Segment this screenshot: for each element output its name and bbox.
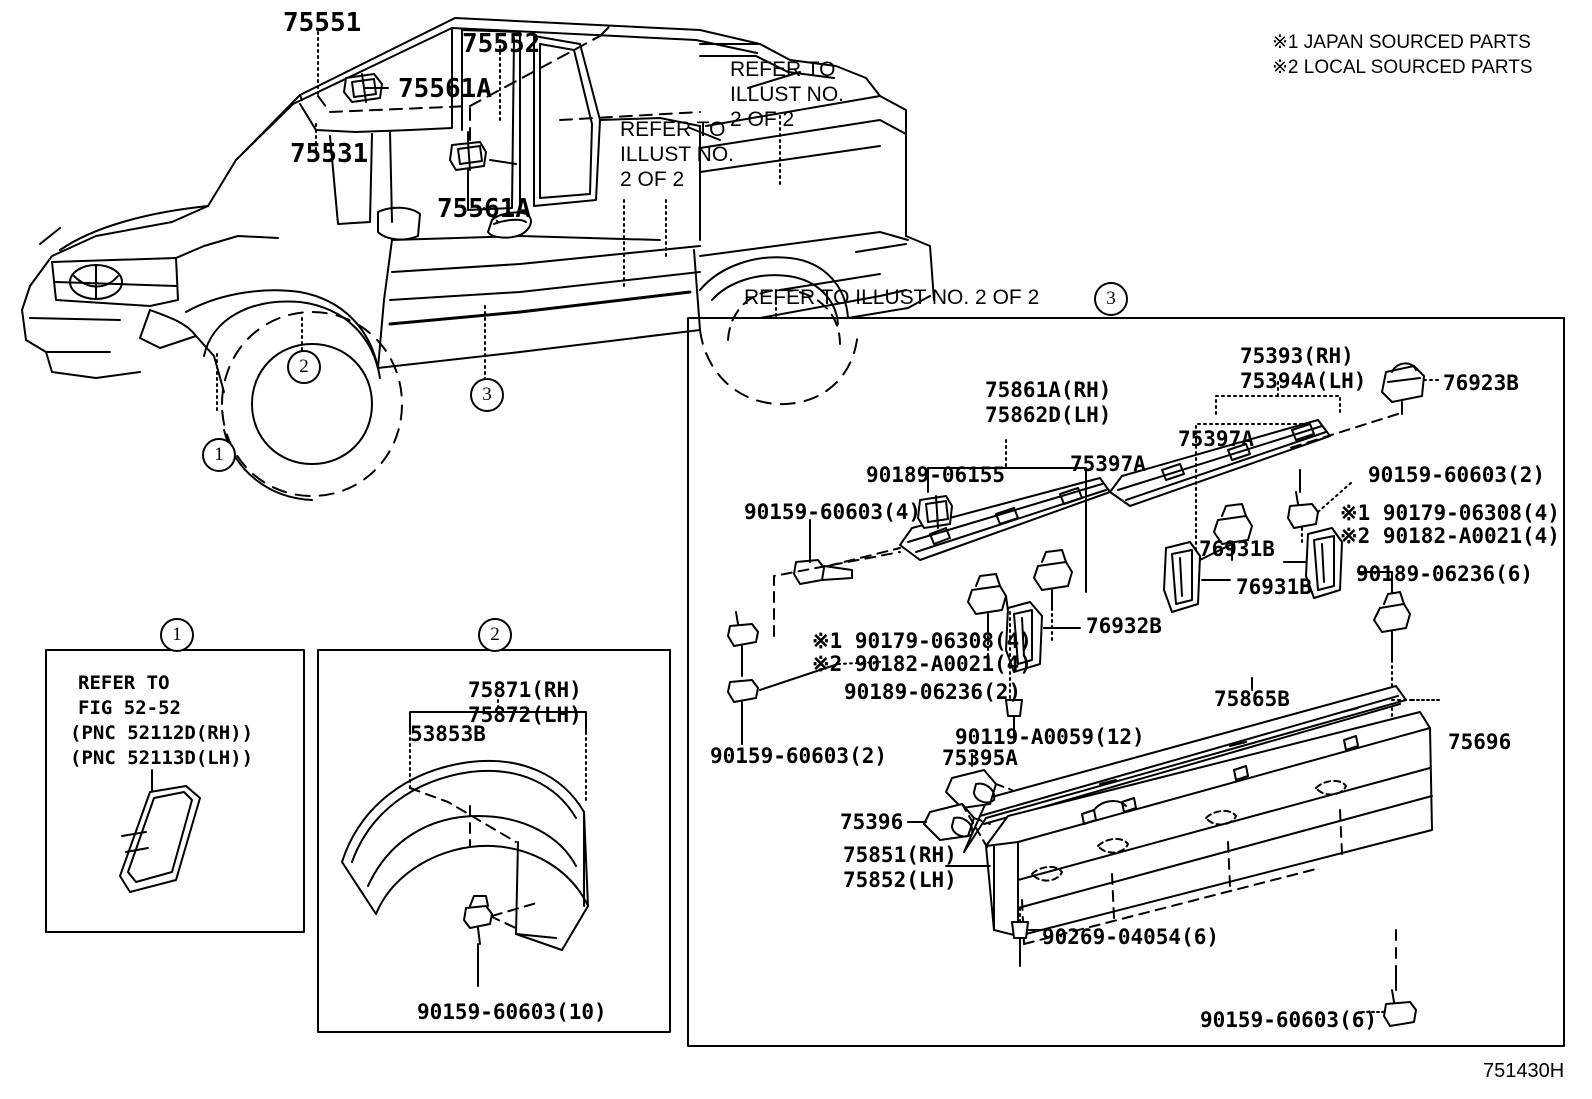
panel3-label-76931B-lower: 76931B	[1236, 575, 1312, 599]
panel3-label-75394A: 75394A(LH)	[1240, 369, 1367, 393]
panel3-label-90189-06236-2: 90189-06236(2)	[844, 680, 1022, 704]
panel3-label-90182-A0021-left: ※2 90182-A0021(4)	[812, 652, 1032, 676]
figure-id-code: 751430H	[1483, 1060, 1565, 1082]
panel3-label-90179-06308-left: ※1 90179-06308(4)	[812, 629, 1032, 653]
panel3-label-75865B: 75865B	[1214, 687, 1290, 711]
inset2-label-53853B: 53853B	[410, 722, 486, 746]
inset1-line-3: (PNC 52112D(RH))	[70, 722, 254, 744]
callout-75561A-upper: 75561A	[398, 74, 492, 104]
panel3-label-76931B-upper: 76931B	[1199, 537, 1275, 561]
panel3-label-75851: 75851(RH)	[843, 843, 957, 867]
inset1-art	[119, 769, 201, 893]
refer-note-3: REFER TO ILLUST NO. 2 OF 2	[744, 286, 1040, 309]
panel3-label-90159-60603-2-upper: 90159-60603(2)	[1368, 463, 1546, 487]
panel3-label-90159-60603-2-lower: 90159-60603(2)	[710, 744, 888, 768]
refer-note-2: REFER TO ILLUST NO. 2 OF 2	[620, 118, 734, 191]
index-marker-2-truck: 2	[287, 350, 321, 384]
panel3-label-75397A-left: 75397A	[1070, 452, 1146, 476]
index-marker-2-inset: 2	[478, 618, 512, 652]
inset2-label-75871: 75871(RH)	[468, 678, 582, 702]
panel3-label-90159-60603-6: 90159-60603(6)	[1200, 1008, 1378, 1032]
refer-note-1: REFER TO ILLUST NO. 2 OF 2	[730, 58, 844, 131]
inset1-line-1: REFER TO	[78, 672, 170, 694]
inset1-line-4: (PNC 52113D(LH))	[70, 747, 254, 769]
panel3-label-90179-06308-right: ※1 90179-06308(4)	[1340, 501, 1560, 525]
panel3-art	[727, 362, 1443, 1027]
panel3-label-75696: 75696	[1448, 730, 1512, 754]
panel3-label-76932B: 76932B	[1086, 614, 1162, 638]
callout-75531: 75531	[290, 139, 369, 169]
callout-75552: 75552	[462, 29, 541, 59]
index-marker-1-truck: 1	[202, 438, 236, 472]
panel3-label-75396: 75396	[840, 810, 904, 834]
inset2-label-90159-60603-10: 90159-60603(10)	[417, 1000, 607, 1024]
panel3-label-75393: 75393(RH)	[1240, 344, 1354, 368]
inset2-art	[341, 699, 589, 987]
index-marker-3-panel: 3	[1094, 282, 1128, 316]
inset2-label-75872: 75872(LH)	[468, 703, 582, 727]
panel3-label-75852: 75852(LH)	[843, 868, 957, 892]
panel3-label-90269-04054: 90269-04054(6)	[1042, 925, 1220, 949]
callout-75561A-lower: 75561A	[437, 194, 531, 224]
callout-75551: 75551	[283, 8, 362, 38]
legend-japan-sourced: ※1 JAPAN SOURCED PARTS	[1272, 32, 1531, 53]
panel3-label-90159-60603-4: 90159-60603(4)	[744, 500, 922, 524]
panel3-label-90182-A0021-right: ※2 90182-A0021(4)	[1340, 524, 1560, 548]
panel3-label-75395A: 75395A	[942, 746, 1018, 770]
index-marker-3-truck: 3	[470, 378, 504, 412]
inset1-line-2: FIG 52-52	[78, 697, 181, 719]
index-marker-1-inset: 1	[160, 618, 194, 652]
panel3-label-75861A: 75861A(RH)	[985, 378, 1112, 402]
panel3-label-90119-A0059: 90119-A0059(12)	[955, 725, 1145, 749]
panel3-label-75397A-right: 75397A	[1178, 427, 1254, 451]
panel3-label-90189-06155: 90189-06155	[866, 463, 1006, 487]
panel3-label-75862D: 75862D(LH)	[985, 403, 1112, 427]
legend-local-sourced: ※2 LOCAL SOURCED PARTS	[1272, 57, 1533, 78]
panel3-label-76923B: 76923B	[1443, 371, 1519, 395]
panel3-label-90189-06236-6: 90189-06236(6)	[1356, 562, 1534, 586]
